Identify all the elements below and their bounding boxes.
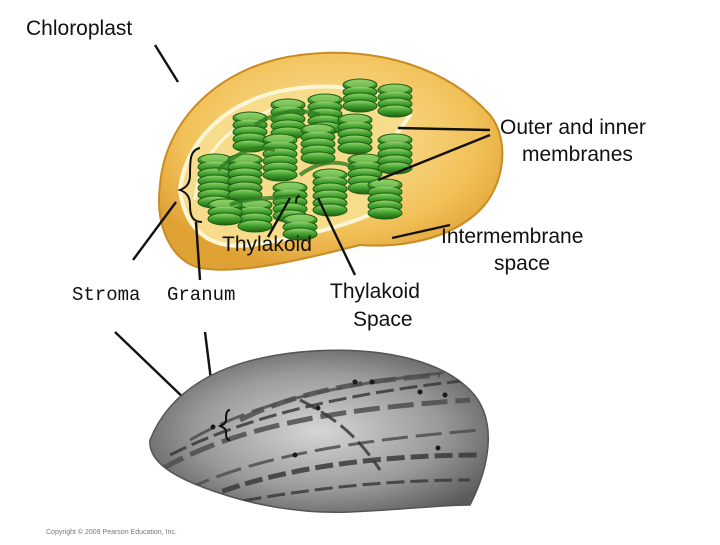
thylakoid-disc-highlight — [274, 100, 302, 108]
thylakoid-disc — [343, 100, 377, 112]
label-thylakoid-space-1: Thylakoid — [330, 279, 420, 304]
thylakoid-disc — [313, 204, 347, 216]
granum-stack — [313, 169, 347, 216]
granum-stack — [263, 134, 297, 181]
leader-chloroplast — [155, 45, 178, 82]
granum-stack — [378, 84, 412, 117]
thylakoid-disc-highlight — [316, 170, 344, 178]
granum-stack — [301, 124, 335, 164]
thylakoid-disc-highlight — [341, 115, 369, 123]
micrograph-granule — [370, 380, 375, 385]
thylakoid-disc-highlight — [311, 95, 339, 103]
micrograph-granule — [316, 406, 321, 411]
thylakoid-disc-highlight — [286, 215, 314, 223]
label-chloroplast: Chloroplast — [26, 16, 132, 41]
thylakoid-disc — [238, 220, 272, 232]
thylakoid-disc-highlight — [266, 135, 294, 143]
thylakoid-disc-highlight — [304, 125, 332, 133]
thylakoid-disc — [263, 169, 297, 181]
electron-micrograph — [150, 350, 488, 512]
micrograph-granule — [211, 425, 216, 430]
label-outer-inner-2: membranes — [522, 142, 633, 167]
thylakoid-disc-highlight — [381, 85, 409, 93]
granum-stack — [233, 112, 267, 152]
thylakoid-disc — [378, 105, 412, 117]
label-thylakoid: Thylakoid — [222, 232, 312, 257]
thylakoid-disc — [338, 142, 372, 154]
label-outer-inner-1: Outer and inner — [500, 115, 646, 140]
label-granum: Granum — [167, 283, 235, 308]
thylakoid-disc-highlight — [351, 155, 379, 163]
micrograph-granule — [293, 453, 298, 458]
micrograph-granule — [443, 393, 448, 398]
thylakoid-disc-highlight — [371, 180, 399, 188]
copyright-text: Copyright © 2009 Pearson Education, Inc. — [46, 529, 177, 536]
label-thylakoid-space-2: Space — [353, 307, 413, 332]
thylakoid-disc-highlight — [381, 135, 409, 143]
thylakoid-disc-highlight — [346, 80, 374, 88]
granum-stack — [228, 154, 262, 201]
micrograph-granule — [436, 446, 441, 451]
thylakoid-disc-highlight — [276, 183, 304, 191]
micrograph-granule — [418, 390, 423, 395]
thylakoid-disc — [208, 213, 242, 225]
thylakoid-disc — [368, 207, 402, 219]
granum-stack — [271, 99, 305, 139]
thylakoid-disc-highlight — [236, 113, 264, 121]
micrograph-granule — [353, 380, 358, 385]
label-intermembrane-2: space — [494, 251, 550, 276]
label-intermembrane-1: Intermembrane — [441, 224, 583, 249]
granum-stack — [238, 199, 272, 232]
label-stroma: Stroma — [72, 283, 140, 308]
granum-stack — [338, 114, 372, 154]
granum-stack — [368, 179, 402, 219]
granum-stack — [343, 79, 377, 112]
